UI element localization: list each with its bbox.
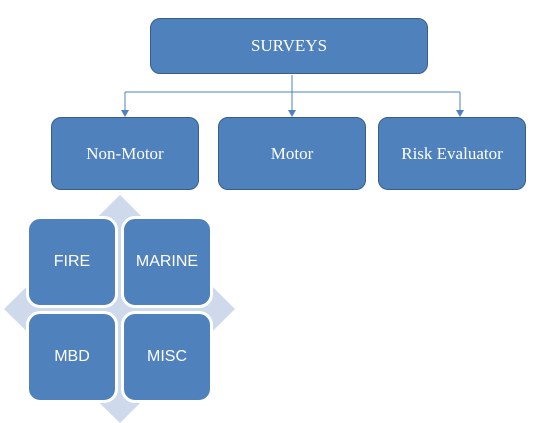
arrowhead-risk-evaluator	[456, 110, 464, 117]
root-node: SURVEYS	[150, 18, 428, 74]
quadrant-mbd: MBD	[26, 311, 118, 403]
child-node-risk-evaluator: Risk Evaluator	[378, 117, 526, 190]
quadrant-misc: MISC	[121, 311, 213, 403]
child-node-motor: Motor	[218, 117, 366, 190]
child-node-label: Risk Evaluator	[401, 143, 503, 163]
quadrant-label: MISC	[147, 348, 187, 365]
quadrant-label: MARINE	[135, 253, 199, 270]
child-node-label: Motor	[270, 143, 314, 163]
child-node-label: Non-Motor	[86, 143, 164, 163]
quadrant-label: FIRE	[53, 253, 91, 270]
arrowhead-motor	[288, 110, 296, 117]
quadrant-fire: FIRE	[26, 216, 118, 308]
child-node-non-motor: Non-Motor	[51, 117, 199, 190]
root-node-label: SURVEYS	[250, 36, 328, 55]
quadrant-label: MBD	[54, 348, 90, 365]
arrowhead-non-motor	[121, 110, 129, 117]
quadrant-marine: MARINE	[121, 216, 213, 308]
